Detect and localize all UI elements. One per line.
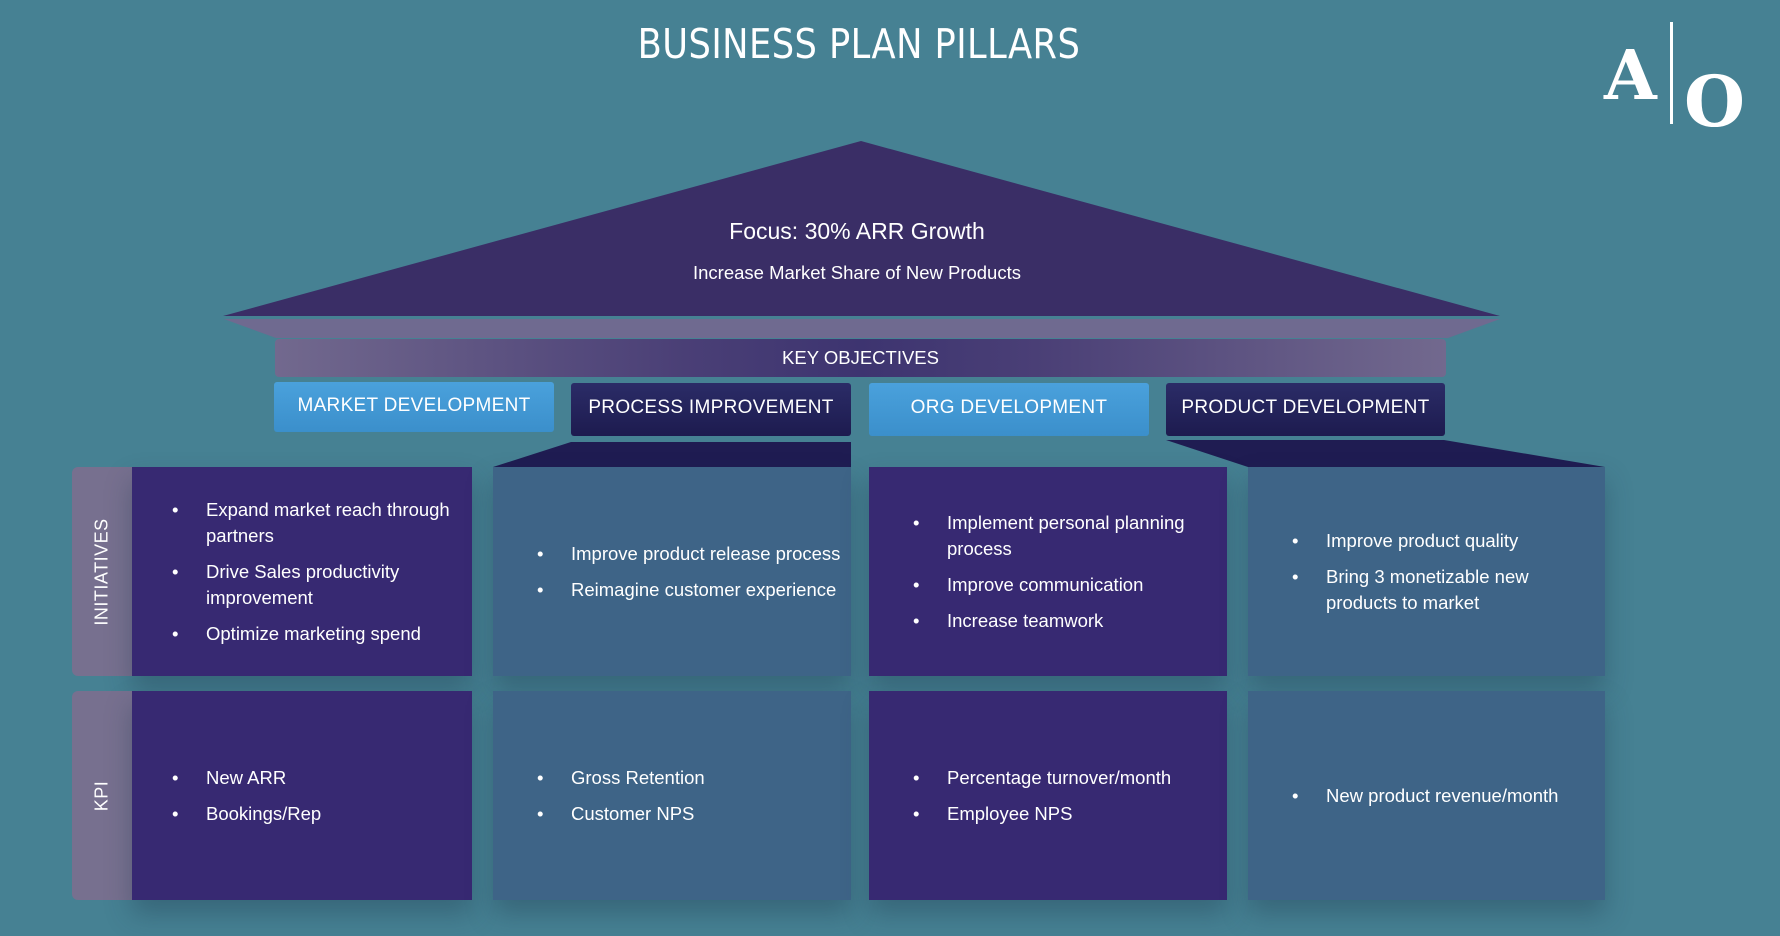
- page-title: BUSINESS PLAN PILLARS: [637, 20, 1081, 68]
- list-item: Increase teamwork: [913, 608, 1217, 634]
- row-label-kpi-text: KPI: [91, 780, 112, 811]
- kpi-cell-process: Gross Retention Customer NPS: [493, 691, 851, 900]
- focus-subtitle: Increase Market Share of New Products: [692, 262, 1021, 283]
- row-label-initiatives-text: INITIATIVES: [91, 517, 112, 626]
- roof: [223, 141, 1500, 316]
- row-label-initiatives: INITIATIVES: [72, 467, 132, 676]
- list-item: Improve product release process: [537, 541, 841, 567]
- initiatives-list-process: Improve product release process Reimagin…: [493, 541, 841, 603]
- list-item: Customer NPS: [537, 801, 841, 827]
- initiatives-list-org: Implement personal planning process Impr…: [869, 510, 1217, 634]
- initiatives-cell-market: Expand market reach through partners Dri…: [132, 467, 472, 676]
- list-item: Expand market reach through partners: [172, 497, 462, 549]
- logo-divider: [1670, 22, 1673, 124]
- list-item: Improve communication: [913, 572, 1217, 598]
- list-item: New product revenue/month: [1292, 783, 1595, 809]
- focus-title: Focus: 30% ARR Growth: [729, 218, 985, 244]
- list-item: New ARR: [172, 765, 462, 791]
- row-label-kpi: KPI: [72, 691, 132, 900]
- initiatives-cell-product: Improve product quality Bring 3 monetiza…: [1248, 467, 1605, 676]
- pillar-tab-market-development: MARKET DEVELOPMENT: [274, 382, 554, 432]
- kpi-cell-market: New ARR Bookings/Rep: [132, 691, 472, 900]
- kpi-list-process: Gross Retention Customer NPS: [493, 765, 841, 827]
- list-item: Gross Retention: [537, 765, 841, 791]
- initiatives-list-market: Expand market reach through partners Dri…: [132, 497, 462, 647]
- kpi-list-org: Percentage turnover/month Employee NPS: [869, 765, 1217, 827]
- company-logo: A O: [1596, 22, 1746, 143]
- list-item: Percentage turnover/month: [913, 765, 1217, 791]
- pillar-tab-org-development: ORG DEVELOPMENT: [869, 383, 1149, 436]
- pillar-tab-process-improvement: PROCESS IMPROVEMENT: [571, 383, 851, 436]
- initiatives-cell-process: Improve product release process Reimagin…: [493, 467, 851, 676]
- logo-letter-a: A: [1604, 36, 1657, 116]
- connector-process: [493, 442, 851, 467]
- logo-letter-o: O: [1684, 60, 1745, 143]
- list-item: Employee NPS: [913, 801, 1217, 827]
- initiatives-cell-org: Implement personal planning process Impr…: [869, 467, 1227, 676]
- roof-base: [224, 319, 1500, 338]
- kpi-cell-org: Percentage turnover/month Employee NPS: [869, 691, 1227, 900]
- list-item: Bring 3 monetizable new products to mark…: [1292, 564, 1595, 616]
- connector-product: [1166, 440, 1605, 467]
- initiatives-list-product: Improve product quality Bring 3 monetiza…: [1248, 528, 1595, 616]
- kpi-list-market: New ARR Bookings/Rep: [132, 765, 462, 827]
- list-item: Optimize marketing spend: [172, 621, 462, 647]
- list-item: Drive Sales productivity improvement: [172, 559, 462, 611]
- list-item: Improve product quality: [1292, 528, 1595, 554]
- list-item: Reimagine customer experience: [537, 577, 841, 603]
- kpi-list-product: New product revenue/month: [1248, 783, 1595, 809]
- pillar-tab-product-development: PRODUCT DEVELOPMENT: [1166, 383, 1445, 436]
- list-item: Implement personal planning process: [913, 510, 1217, 562]
- list-item: Bookings/Rep: [172, 801, 462, 827]
- kpi-cell-product: New product revenue/month: [1248, 691, 1605, 900]
- key-objectives-bar: KEY OBJECTIVES: [275, 339, 1446, 377]
